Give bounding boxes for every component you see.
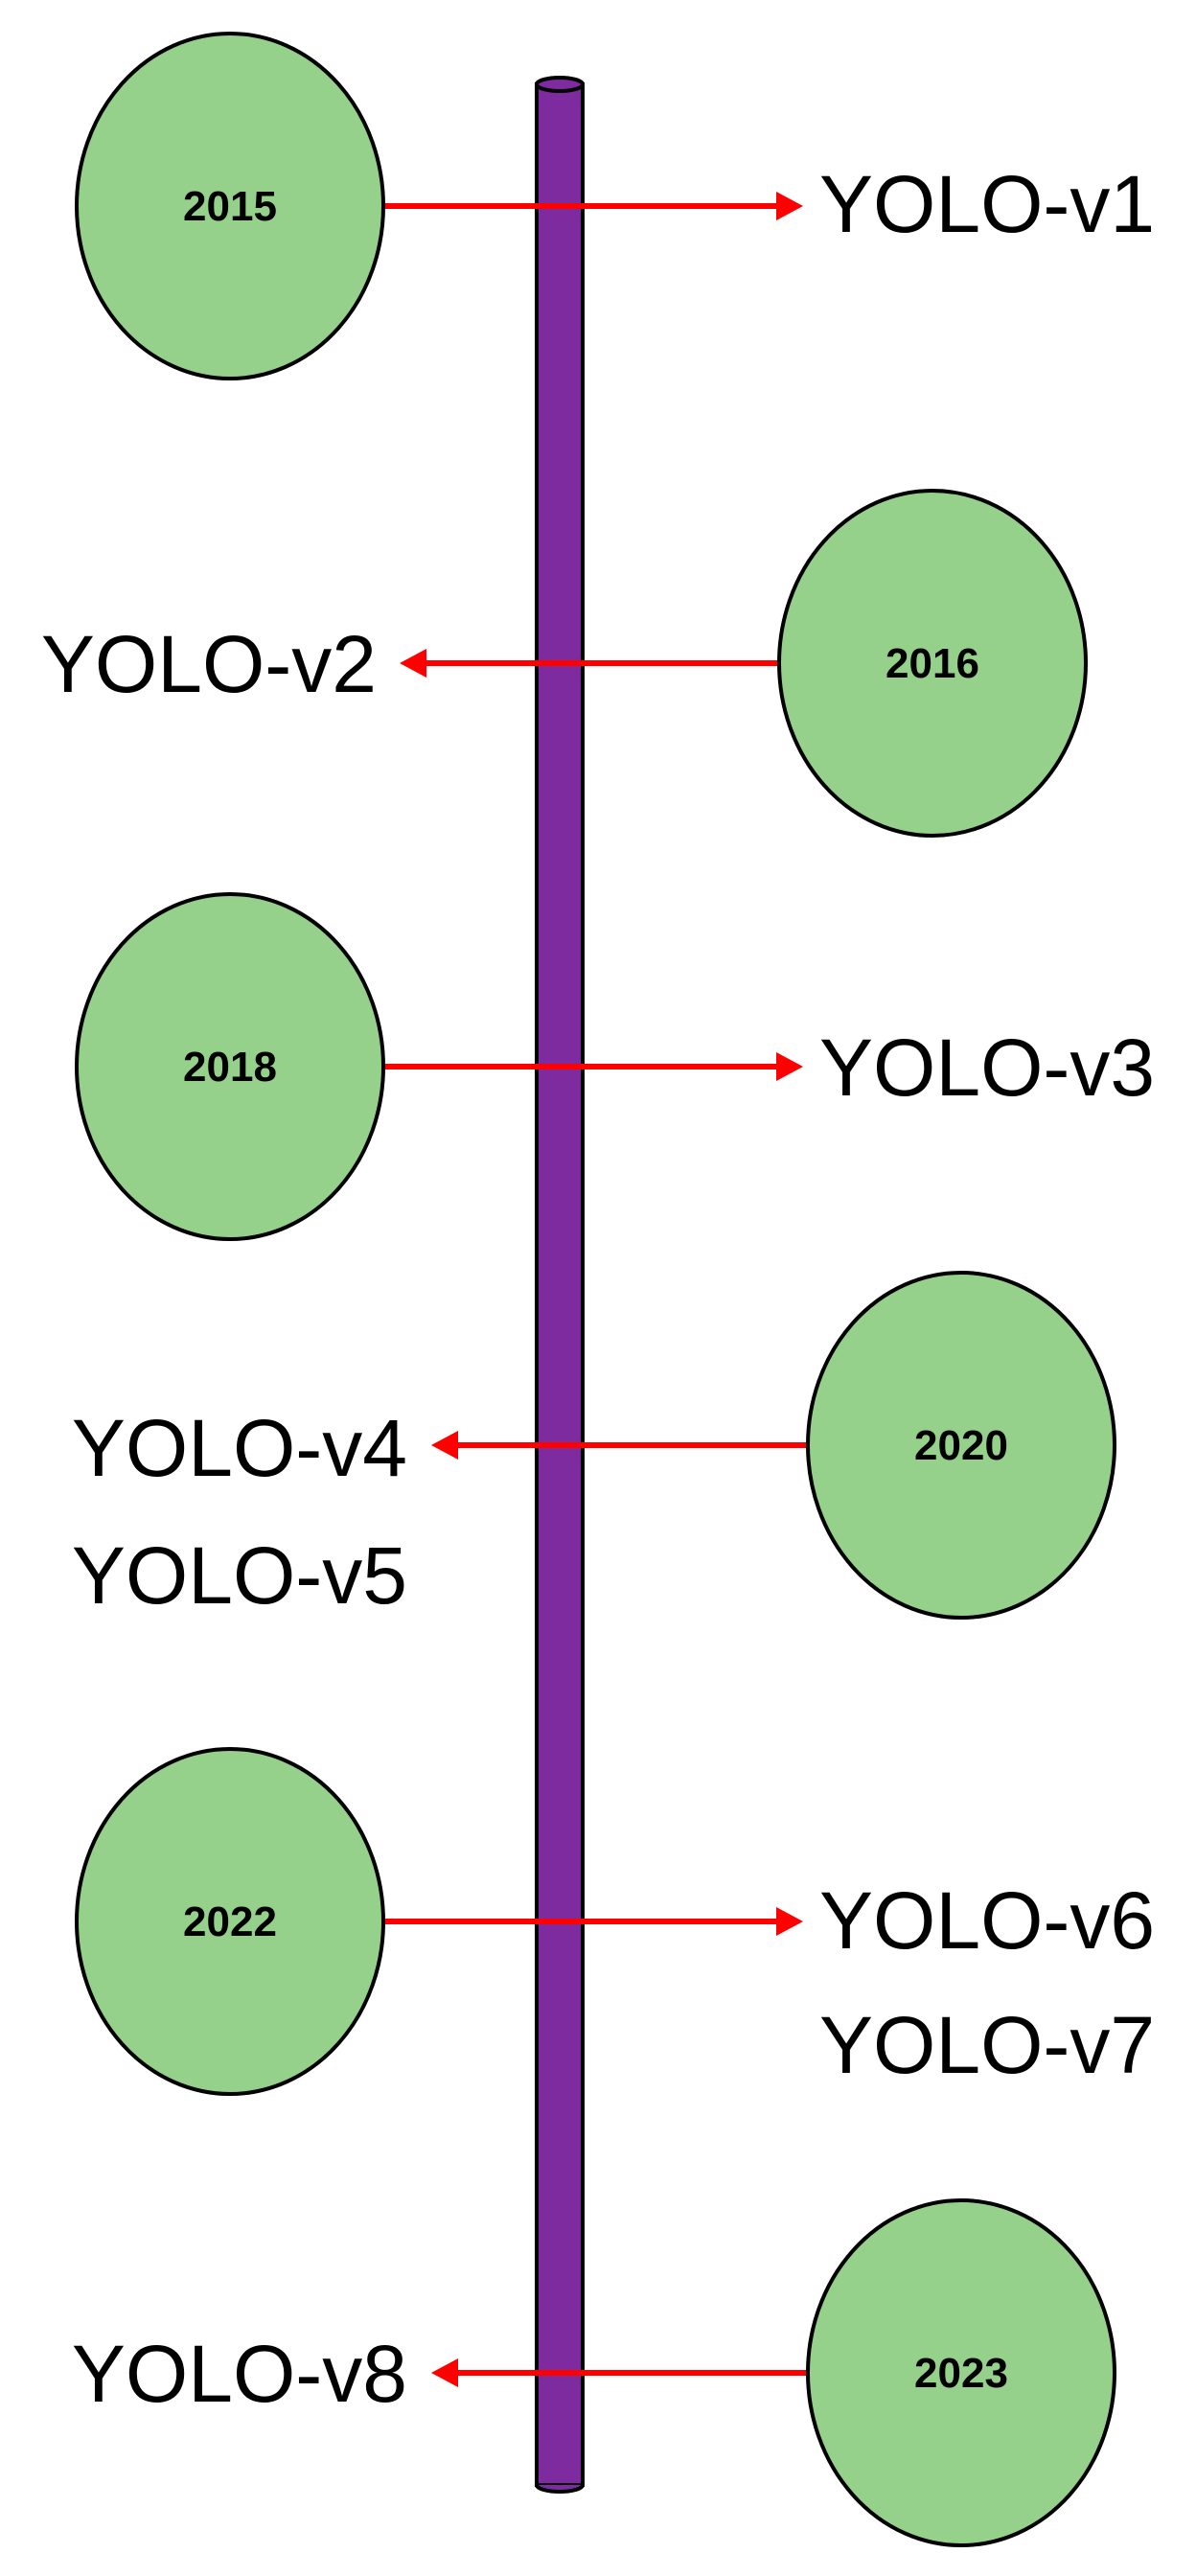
year-label-2022: 2022 <box>183 1898 277 1945</box>
year-label-2016: 2016 <box>886 640 979 687</box>
timeline-axis-top-cap <box>535 76 585 93</box>
model-label-yolo-v8: YOLO-v8 <box>72 2329 407 2419</box>
year-label-2018: 2018 <box>183 1044 277 1091</box>
milestone-2023: 2023 YOLO-v8 <box>72 2198 1116 2547</box>
arrowhead-2016 <box>400 649 426 678</box>
arrowhead-2020 <box>431 1431 458 1460</box>
model-label-yolo-v7: YOLO-v7 <box>819 2000 1155 2090</box>
year-label-2023: 2023 <box>914 2350 1008 2397</box>
year-node-2022 <box>75 1747 385 2096</box>
year-node-2020 <box>806 1271 1116 1620</box>
timeline-axis-body <box>535 82 585 2487</box>
milestone-2018: 2018 YOLO-v3 <box>75 892 1155 1241</box>
arrowhead-2015 <box>776 192 803 220</box>
year-node-2015 <box>75 32 385 380</box>
timeline-axis <box>535 76 585 2494</box>
year-label-2015: 2015 <box>183 183 277 230</box>
year-node-2016 <box>777 489 1088 838</box>
milestone-2020: 2020 YOLO-v4 YOLO-v5 <box>72 1271 1116 1621</box>
year-node-2018 <box>75 892 385 1241</box>
milestone-2022: 2022 YOLO-v6 YOLO-v7 <box>75 1747 1155 2096</box>
milestone-2015: 2015 YOLO-v1 <box>75 32 1155 380</box>
model-label-yolo-v6: YOLO-v6 <box>819 1875 1155 1966</box>
model-label-yolo-v1: YOLO-v1 <box>819 159 1155 249</box>
arrowhead-2023 <box>431 2358 458 2387</box>
arrowhead-2022 <box>776 1907 803 1936</box>
year-node-2023 <box>806 2198 1116 2547</box>
arrowhead-2018 <box>776 1052 803 1081</box>
model-label-yolo-v4: YOLO-v4 <box>72 1403 407 1493</box>
model-label-yolo-v5: YOLO-v5 <box>72 1530 407 1621</box>
timeline-axis-bottom-cap <box>535 2484 585 2494</box>
model-label-yolo-v2: YOLO-v2 <box>41 619 377 709</box>
milestone-2016: 2016 YOLO-v2 <box>41 489 1088 838</box>
model-label-yolo-v3: YOLO-v3 <box>819 1023 1155 1113</box>
year-label-2020: 2020 <box>914 1422 1008 1469</box>
